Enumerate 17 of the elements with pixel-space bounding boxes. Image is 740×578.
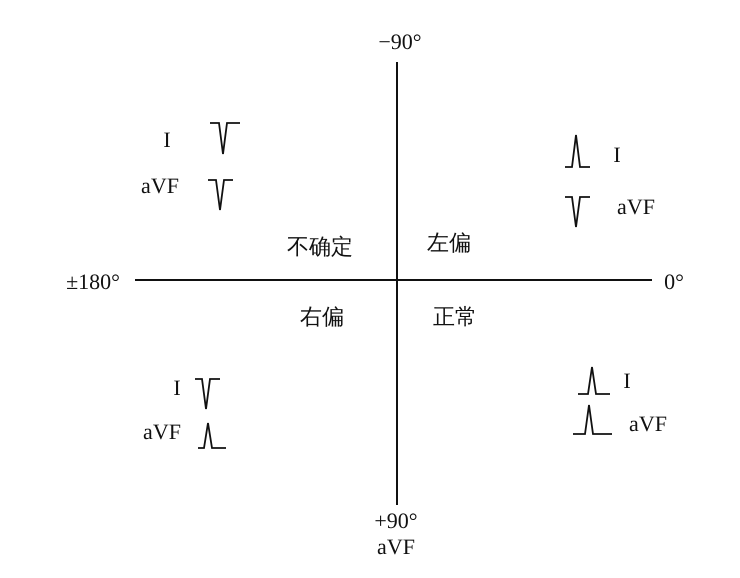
lead-label: I <box>613 142 621 168</box>
quadrant-label: 右偏 <box>300 304 344 330</box>
lead-label: I <box>623 368 631 394</box>
lead-label: aVF <box>143 420 181 444</box>
quadrant-label: 正常 <box>433 304 477 330</box>
lead-label: I <box>163 128 171 152</box>
lead-label: aVF <box>629 412 667 436</box>
angle-label: 0° <box>664 270 684 294</box>
lead-label: aVF <box>617 194 655 220</box>
angle-label: −90° <box>378 30 422 54</box>
angle-label: ±180° <box>66 270 120 294</box>
lead-label: I <box>173 376 181 400</box>
quadrant-label: 左偏 <box>427 230 471 256</box>
angle-label: +90° <box>374 508 418 534</box>
lead-label: aVF <box>141 174 179 198</box>
lead-label: aVF <box>377 534 415 560</box>
quadrant-label: 不确定 <box>287 234 353 260</box>
